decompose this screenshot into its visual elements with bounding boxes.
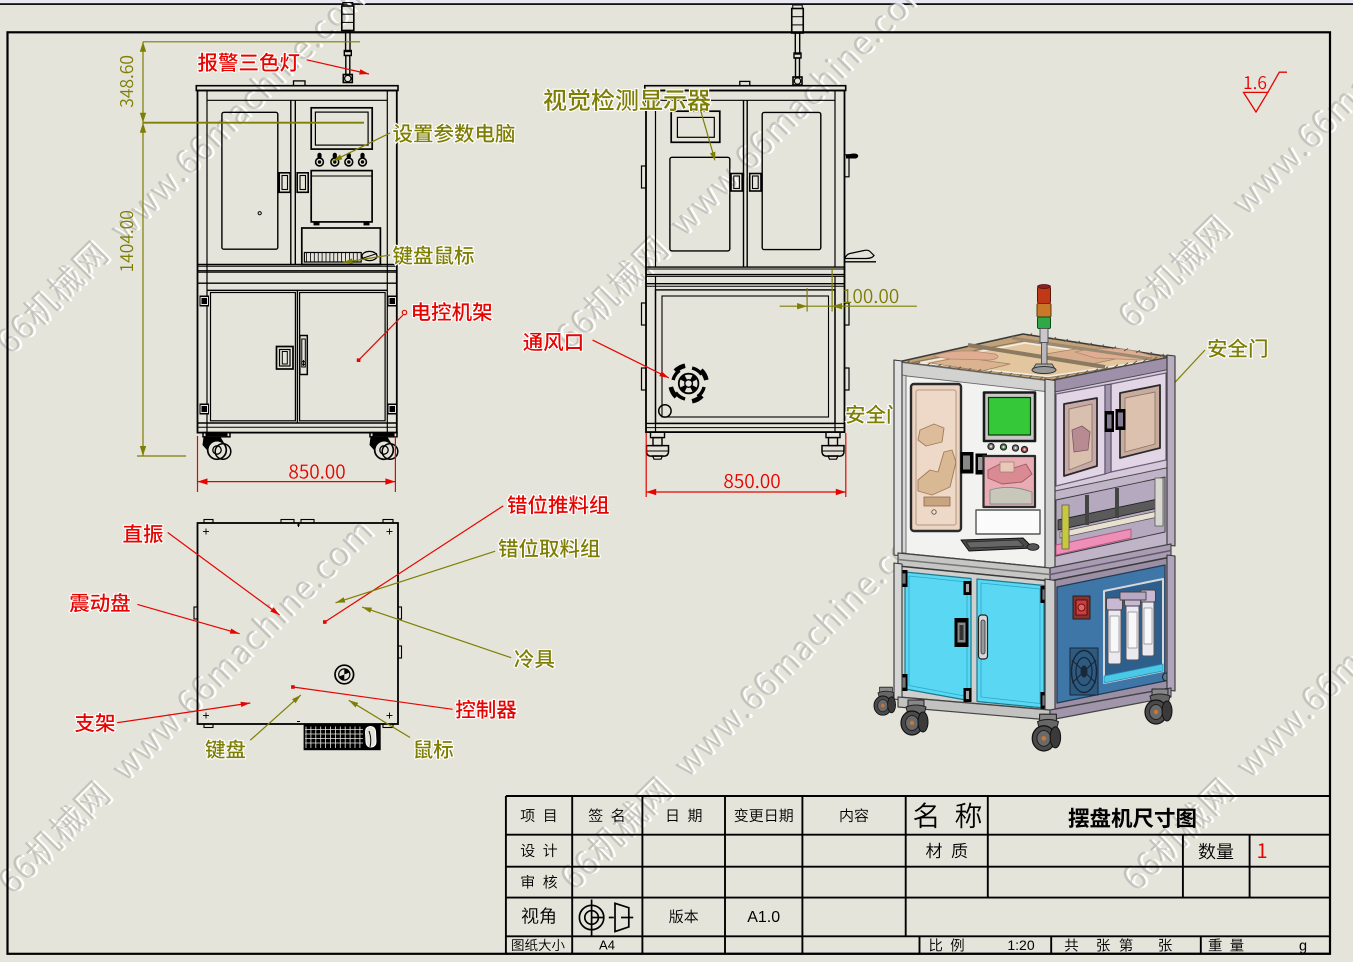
svg-text:g: g [1299,939,1307,955]
svg-text:1:20: 1:20 [1007,937,1034,953]
svg-text:A1.0: A1.0 [747,909,780,926]
svg-text:A4: A4 [599,938,615,953]
